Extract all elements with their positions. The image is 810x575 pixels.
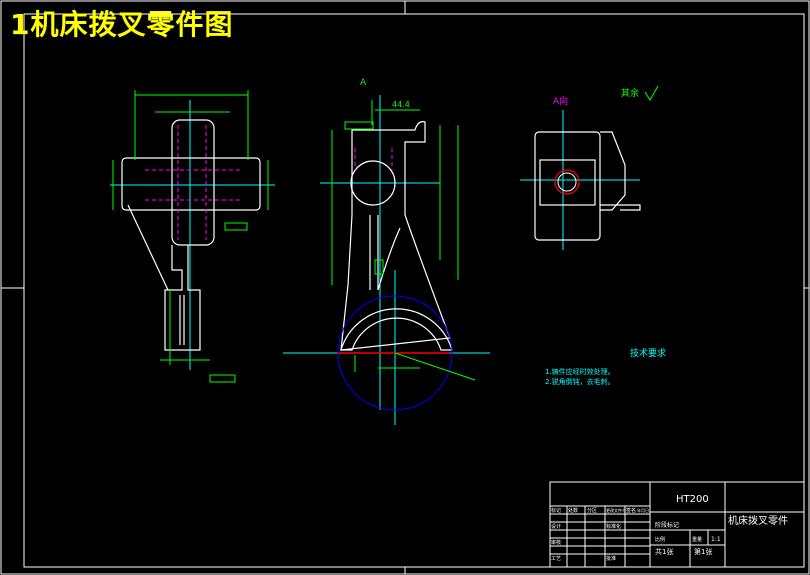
row-label-review: 审核 [551,539,561,546]
weight-label: 重量 [692,536,702,543]
header-label-date: 年月日 [637,507,649,513]
header-label-zone: 分区 [587,507,597,514]
title-block: HT200 机床拨叉零件 1:1 共1张 第1张 标记 设计 审核 工艺 处数 … [549,481,805,568]
header-label-sign: 签名 [626,507,636,514]
direction-a-arrow-label: A [360,78,367,88]
a-direction-view: A向 其余 [520,85,659,250]
stage-label: 阶段标记 [655,521,679,529]
material-label: HT200 [676,494,709,505]
std-label: 标准化 [606,523,621,530]
scale-label: 1:1 [711,536,721,543]
tech-requirements-heading: 技术要求 [630,347,666,359]
header-label-file: 更改文件号 [606,507,626,513]
drawing-title: 1机床拨叉零件图 [10,8,234,41]
roughness-icon [644,85,659,101]
dimension-top-width: 44.4 [392,100,410,109]
row-label-design: 设计 [551,523,561,530]
surface-rest-label: 其余 [621,87,639,99]
left-view [110,90,275,383]
a-view-label: A向 [553,95,568,107]
row-label-process: 工艺 [551,556,561,562]
tech-requirement-2: 2.锐角倒钝，去毛刺。 [545,377,615,386]
ratio-label: 比例 [655,536,665,543]
sheet-no-label: 第1张 [694,547,712,556]
technical-requirements: 技术要求 1.铸件应经时效处理。 2.锐角倒钝，去毛刺。 [545,347,666,386]
part-name-label: 机床拨叉零件 [728,514,788,527]
approve-label: 批准 [606,555,616,562]
header-label-count: 处数 [568,507,578,514]
row-label-mark: 标记 [551,507,561,514]
sheet-total-label: 共1张 [655,547,673,556]
tech-requirement-1: 1.铸件应经时效处理。 [545,367,615,376]
front-view: A 44.4 [283,78,490,425]
